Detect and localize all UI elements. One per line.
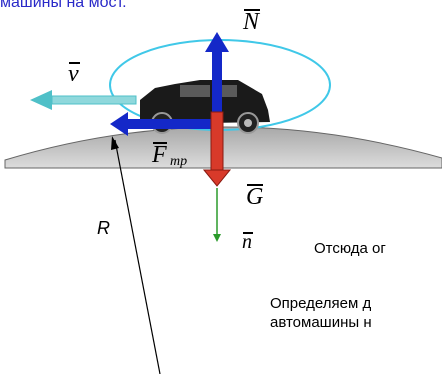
label-N: N bbox=[243, 9, 260, 35]
label-R: R bbox=[97, 218, 110, 238]
label-G: G bbox=[246, 184, 264, 210]
velocity-arrow bbox=[30, 90, 137, 110]
gravity-arrow bbox=[202, 111, 232, 187]
top-caption: машины на мост. bbox=[0, 0, 127, 11]
radius-line bbox=[111, 136, 161, 374]
label-v: v bbox=[68, 61, 80, 87]
text-line-1: Отсюда ог bbox=[314, 240, 386, 257]
label-F-friction: F тр bbox=[152, 142, 188, 169]
text-line-3: автомашины н bbox=[270, 314, 372, 331]
friction-arrow bbox=[110, 112, 216, 136]
text-line-2: Определяем д bbox=[270, 295, 372, 312]
label-n: n bbox=[242, 231, 253, 253]
normal-force-arrow bbox=[205, 32, 229, 112]
unit-normal-arrow bbox=[213, 188, 221, 242]
